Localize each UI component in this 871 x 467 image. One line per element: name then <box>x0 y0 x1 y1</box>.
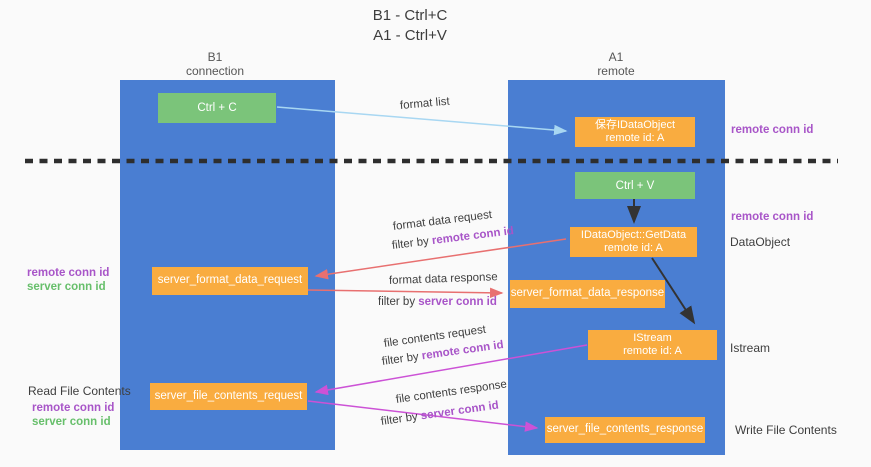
node-server-file-contents-response-label: server_file_contents_response <box>546 423 704 436</box>
label-write-file-contents: Write File Contents <box>735 423 837 437</box>
node-server-format-data-response-label: server_format_data_response <box>510 287 665 300</box>
lifeline-a1-role: remote <box>597 64 635 78</box>
label-server-conn-id-left-bottom: server conn id <box>32 416 111 428</box>
node-save-idataobject-line1: 保存IDataObject <box>594 118 676 131</box>
filter-id-server-conn-id: server conn id <box>420 399 500 423</box>
flow-label-format-list: format list <box>399 95 451 112</box>
label-istream: Istream <box>730 341 771 355</box>
label-server-conn-id-left-top: server conn id <box>27 281 106 293</box>
title-line-1: B1 - Ctrl+C <box>372 7 448 24</box>
label-remote-conn-id-left-top: remote conn id <box>27 267 110 279</box>
node-ctrl-v-label: Ctrl + V <box>615 179 655 192</box>
node-server-format-data-request: server_format_data_request <box>152 267 308 295</box>
lifeline-header-b1: B1 connection <box>140 50 290 78</box>
filter-by-text: filter by <box>378 296 419 308</box>
diagram-title: B1 - Ctrl+C A1 - Ctrl+V <box>330 6 490 46</box>
filter-id-server-conn-id: server conn id <box>418 296 497 308</box>
filter-by-text: filter by <box>380 410 422 428</box>
node-save-idataobject: 保存IDataObject remote id: A <box>575 117 695 147</box>
node-getdata-line1: IDataObject::GetData <box>580 228 687 241</box>
label-read-file-contents: Read File Contents <box>28 384 131 398</box>
filter-by-text: filter by <box>391 235 433 252</box>
node-server-file-contents-response: server_file_contents_response <box>545 417 705 443</box>
label-remote-conn-id-mid-right: remote conn id <box>731 211 814 223</box>
label-dataobject: DataObject <box>730 235 791 249</box>
flow-filter-format-data-response: filter by server conn id <box>378 296 497 308</box>
lifeline-b1-role: connection <box>185 64 245 78</box>
label-remote-conn-id-top-right: remote conn id <box>731 124 814 136</box>
lifeline-header-a1: A1 remote <box>541 50 691 78</box>
node-server-format-data-request-label: server_format_data_request <box>157 274 303 287</box>
node-ctrl-v: Ctrl + V <box>575 172 695 199</box>
node-save-idataobject-line2: remote id: A <box>605 132 665 144</box>
node-server-format-data-response: server_format_data_response <box>510 280 665 308</box>
filter-by-text: filter by <box>381 350 423 368</box>
arrow-format-data-response <box>307 287 504 299</box>
node-istream-line2: remote id: A <box>623 345 682 357</box>
filter-id-remote-conn-id: remote conn id <box>431 225 515 248</box>
node-server-file-contents-request: server_file_contents_request <box>150 383 307 410</box>
node-ctrl-c-label: Ctrl + C <box>197 102 237 114</box>
title-line-2: A1 - Ctrl+V <box>373 27 447 44</box>
lifeline-b1-name: B1 <box>207 50 223 64</box>
lifeline-a1-name: A1 <box>608 50 624 64</box>
label-remote-conn-id-left-bottom: remote conn id <box>32 402 115 414</box>
node-istream-line1: IStream <box>633 331 672 344</box>
node-server-file-contents-request-label: server_file_contents_request <box>154 389 303 402</box>
node-idataobject-getdata: IDataObject::GetData remote id: A <box>570 227 697 257</box>
flow-label-format-data-response: format data response <box>388 271 498 287</box>
node-getdata-line2: remote id: A <box>604 242 663 254</box>
node-ctrl-c: Ctrl + C <box>158 93 276 123</box>
node-istream: IStream remote id: A <box>588 330 717 360</box>
